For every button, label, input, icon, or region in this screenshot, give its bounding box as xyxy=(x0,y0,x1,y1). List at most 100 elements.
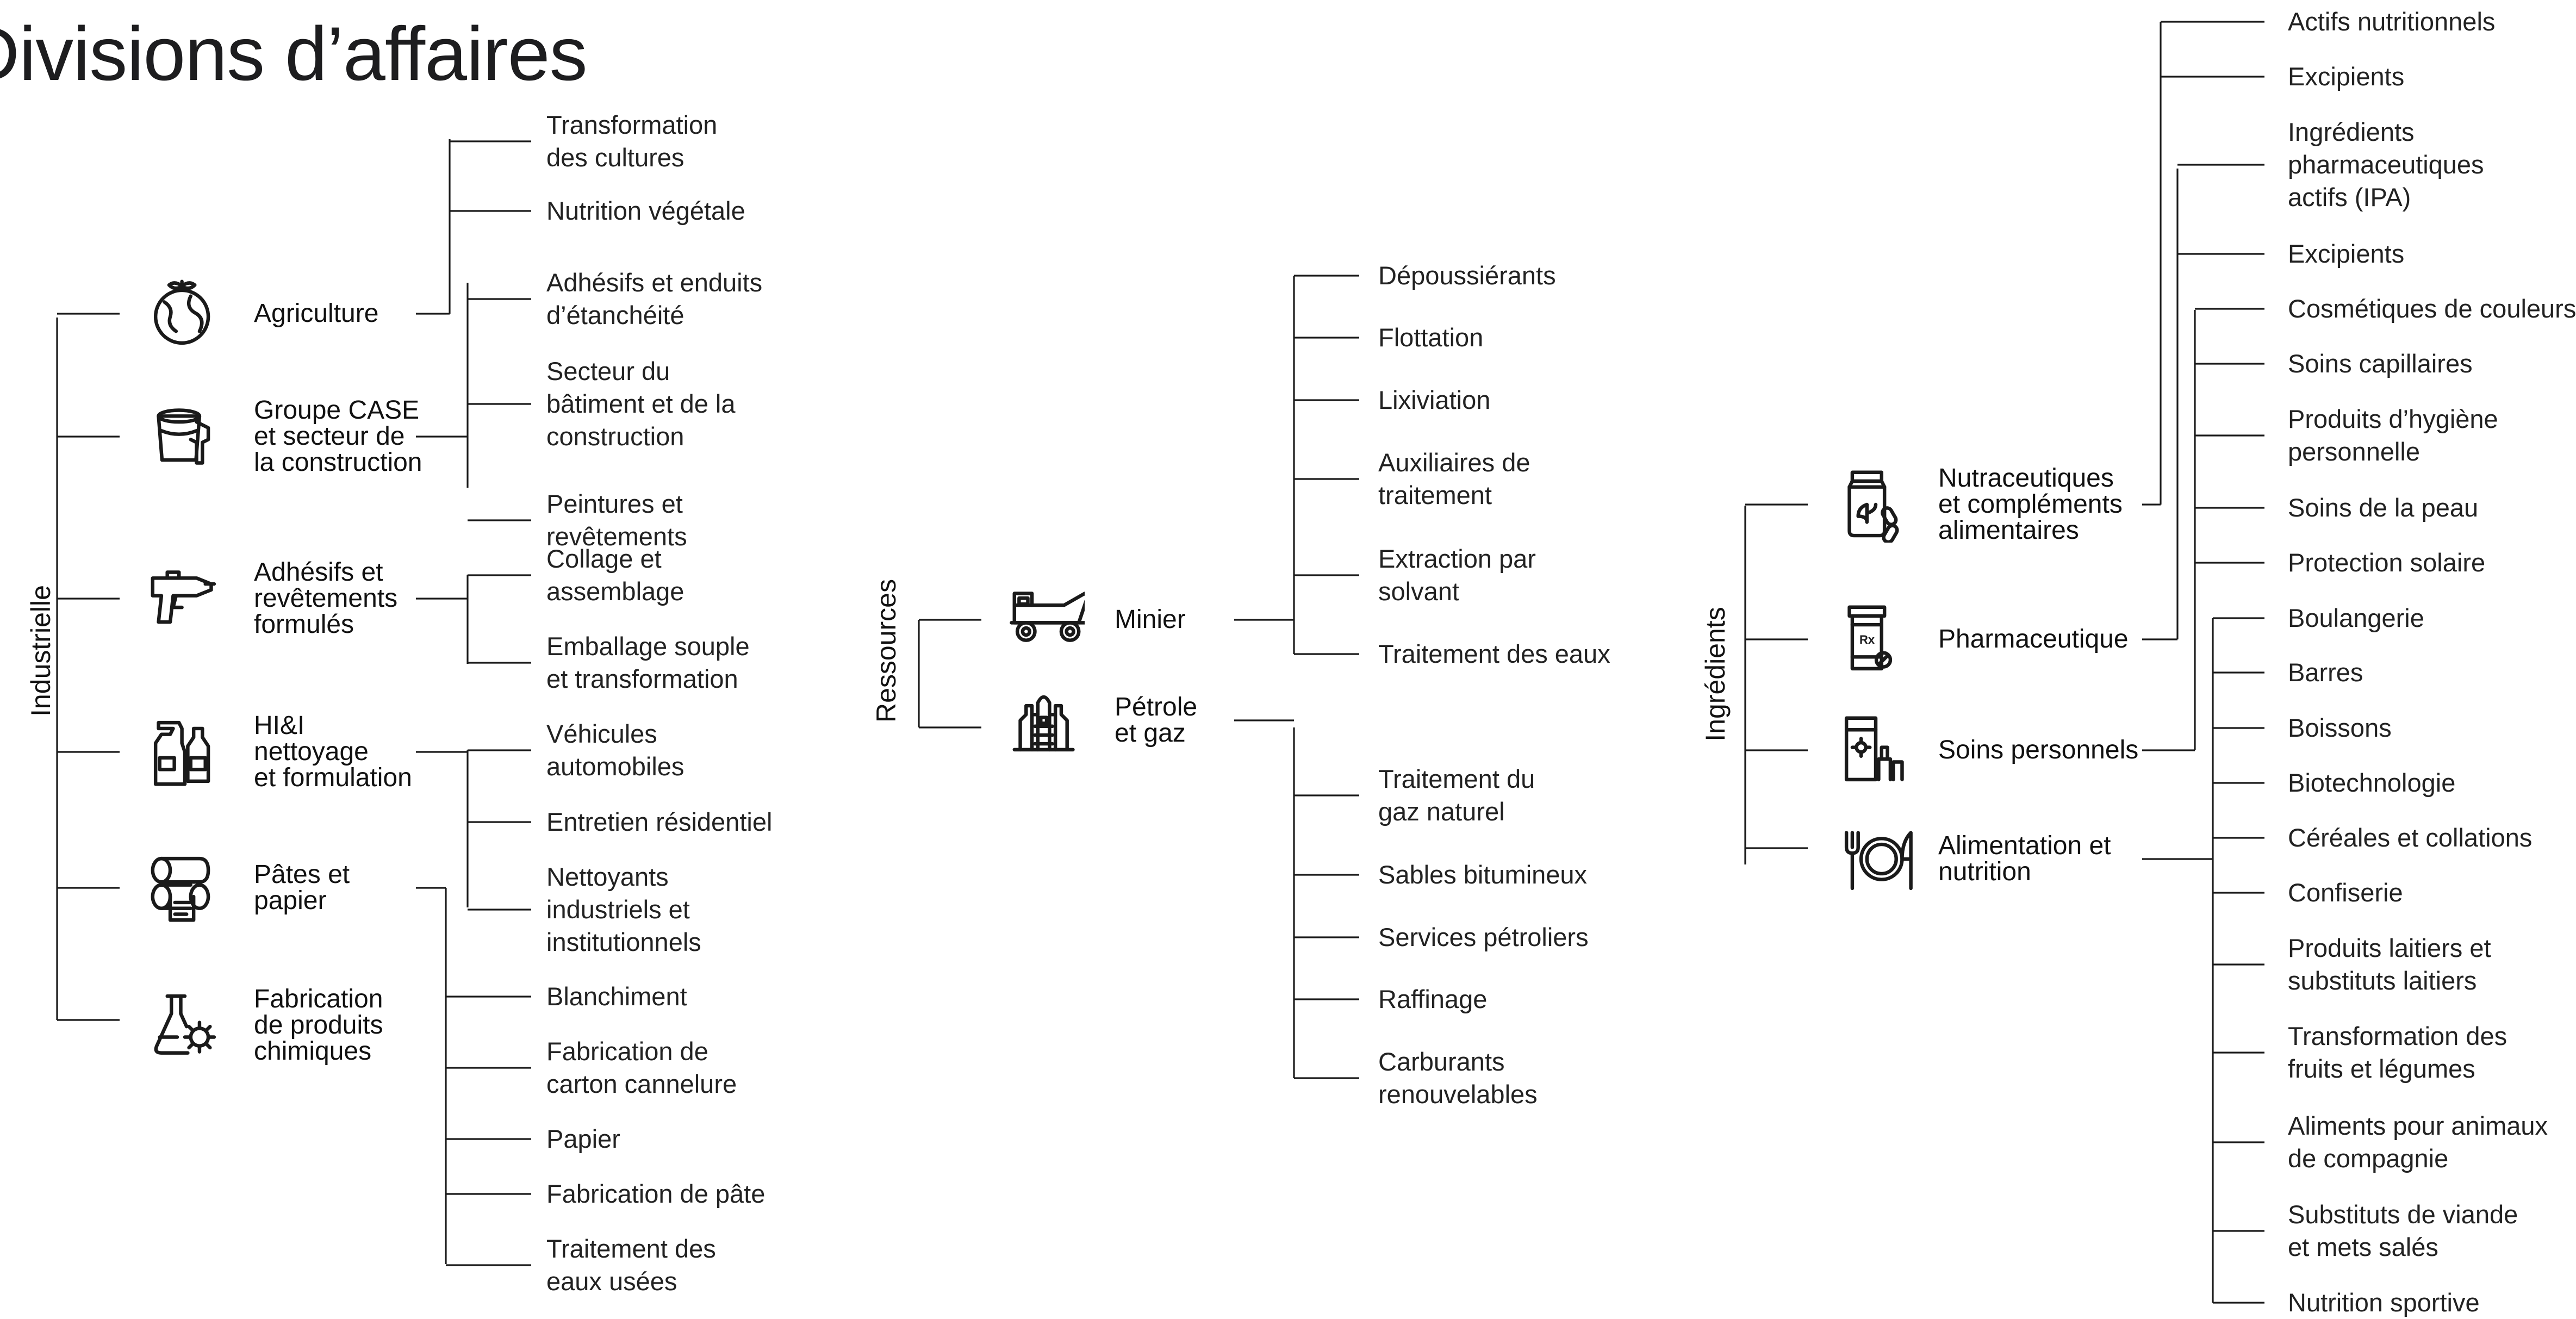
leaf-item-line: Extraction par xyxy=(1378,544,1536,573)
leaf-item: Services pétroliers xyxy=(1378,921,1589,954)
leaf-item-line: Substituts de viande xyxy=(2288,1200,2518,1229)
leaf-item: Actifs nutritionnels xyxy=(2288,5,2495,38)
category-label: Minier xyxy=(1115,607,1186,633)
leaf-item-line: Blanchiment xyxy=(546,982,687,1011)
leaf-item-line: Emballage souple xyxy=(546,632,750,661)
leaf-item-line: Confiserie xyxy=(2288,878,2403,907)
leaf-item-line: Peintures et xyxy=(546,489,683,518)
leaf-item-line: Soins capillaires xyxy=(2288,349,2473,378)
leaf-item: Flottation xyxy=(1378,321,1483,354)
leaf-item-line: Raffinage xyxy=(1378,985,1488,1013)
leaf-item: Fabrication de pâte xyxy=(546,1178,765,1210)
section-label-0: Industrielle xyxy=(26,585,56,717)
category-label-line: Agriculture xyxy=(254,299,379,328)
leaf-item-line: industriels et xyxy=(546,895,690,924)
leaf-item-line: Nutrition sportive xyxy=(2288,1288,2480,1317)
category-label-line: Groupe CASE xyxy=(254,396,420,425)
leaf-item: Traitement du gaz naturel xyxy=(1378,763,1535,828)
leaf-item: Blanchiment xyxy=(546,980,687,1013)
leaf-item: Entretien résidentiel xyxy=(546,806,772,838)
leaf-item-line: et transformation xyxy=(546,664,738,693)
leaf-item-line: carton cannelure xyxy=(546,1069,737,1098)
category-label-line: Fabrication xyxy=(254,985,383,1013)
flask-gear-icon xyxy=(147,987,223,1063)
leaf-item-line: Biotechnologie xyxy=(2288,768,2456,797)
leaf-item: Sables bitumineux xyxy=(1378,858,1587,891)
prescription-bottle-icon: Rx xyxy=(1838,601,1914,677)
category-label-line: la construction xyxy=(254,448,422,477)
leaf-item-line: Cosmétiques de couleurs xyxy=(2288,294,2576,323)
leaf-item-line: fruits et légumes xyxy=(2288,1054,2475,1083)
globe-sprout-icon xyxy=(147,276,223,352)
leaf-item: Raffinage xyxy=(1378,983,1487,1016)
category-label-line: nutrition xyxy=(1938,857,2031,886)
paper-rolls-icon xyxy=(147,850,223,926)
category-label-line: formulés xyxy=(254,610,354,639)
leaf-item: Cosmétiques de couleurs xyxy=(2288,293,2576,325)
leaf-item-line: Entretien résidentiel xyxy=(546,807,773,836)
leaf-item-line: Transformation des xyxy=(2288,1022,2507,1050)
section-label-1: Ressources xyxy=(871,579,901,723)
leaf-item-line: gaz naturel xyxy=(1378,797,1505,826)
leaf-item: Excipients xyxy=(2288,238,2404,270)
leaf-item-line: Soins de la peau xyxy=(2288,493,2479,522)
leaf-item-line: pharmaceutiques xyxy=(2288,150,2484,179)
category-label-line: Soins personnels xyxy=(1938,736,2139,764)
category-label: Soins personnels xyxy=(1938,737,2138,763)
leaf-item-line: Ingrédients xyxy=(2288,117,2415,146)
leaf-item-line: Services pétroliers xyxy=(1378,923,1589,951)
leaf-item-line: Excipients xyxy=(2288,62,2405,91)
leaf-item: Traitement des eaux xyxy=(1378,638,1610,670)
leaf-item-line: Boulangerie xyxy=(2288,603,2424,632)
category-label-line: Pâtes et xyxy=(254,860,350,889)
leaf-item-line: Collage et xyxy=(546,544,662,573)
paint-bucket-icon xyxy=(147,399,223,475)
category-label-line: et compléments xyxy=(1938,490,2123,519)
oil-refinery-icon xyxy=(1009,682,1085,758)
leaf-item-line: Traitement du xyxy=(1378,764,1535,793)
leaf-item-line: personnelle xyxy=(2288,437,2421,466)
leaf-item: Céréales et collations xyxy=(2288,822,2532,854)
leaf-item: Papier xyxy=(546,1123,620,1155)
category-label-line: de produits xyxy=(254,1011,383,1040)
leaf-item-line: Sables bitumineux xyxy=(1378,860,1588,889)
leaf-item-line: Nutrition végétale xyxy=(546,196,745,225)
leaf-item-line: Transformation xyxy=(546,110,718,139)
leaf-item-line: bâtiment et de la xyxy=(546,389,736,418)
icon-label: Rx xyxy=(1859,633,1875,646)
leaf-item-line: Traitement des xyxy=(546,1234,716,1263)
leaf-item-line: Produits laitiers et xyxy=(2288,934,2491,962)
leaf-item-line: Papier xyxy=(546,1124,620,1153)
leaf-item: Excipients xyxy=(2288,60,2404,93)
leaf-item-line: d’étanchéité xyxy=(546,301,685,329)
cleaning-bottles-icon xyxy=(147,714,223,790)
category-label-line: Pharmaceutique xyxy=(1938,625,2129,654)
page-title: Divisions d’affaires xyxy=(0,11,588,96)
leaf-item-line: renouvelables xyxy=(1378,1080,1538,1109)
leaf-item-line: Protection solaire xyxy=(2288,548,2486,577)
category-label: Pharmaceutique xyxy=(1938,626,2129,652)
category-label: Agriculture xyxy=(254,301,378,327)
leaf-item: Lixiviation xyxy=(1378,384,1490,416)
section-label-2: Ingrédients xyxy=(1700,607,1731,742)
category-label-line: nettoyage xyxy=(254,737,369,766)
leaf-item-line: Fabrication de xyxy=(546,1037,708,1066)
category-label-line: et gaz xyxy=(1115,719,1186,748)
leaf-item-line: automobiles xyxy=(546,752,685,781)
